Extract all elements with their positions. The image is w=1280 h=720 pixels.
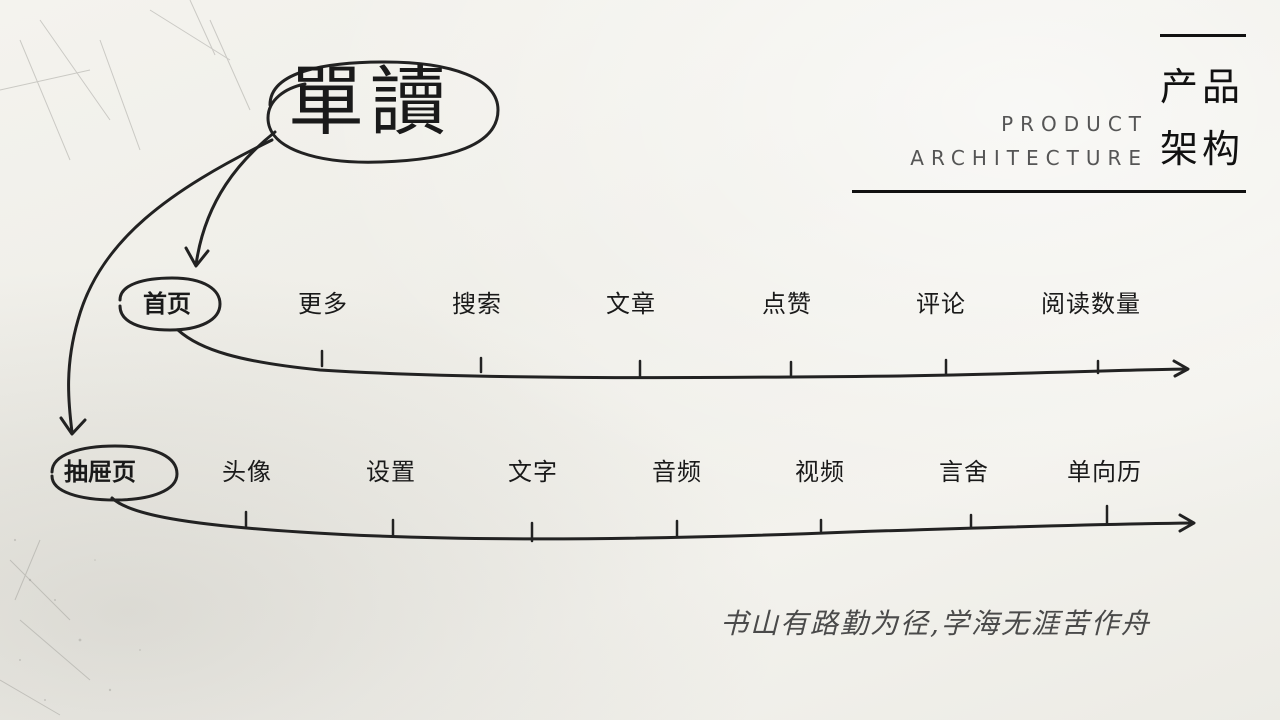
header-cn-line-2: 架构 bbox=[1160, 127, 1245, 171]
drawer-timeline bbox=[110, 496, 1194, 541]
home-item-label: 评论 bbox=[916, 290, 966, 318]
header-top-rule bbox=[1160, 34, 1246, 37]
home-node-label: 首页 bbox=[143, 290, 191, 318]
app-title: 單讀 bbox=[288, 57, 452, 146]
home-item-label: 搜索 bbox=[452, 290, 502, 318]
drawer-item-label: 头像 bbox=[222, 458, 272, 486]
header-en-line-1: PRODUCT bbox=[1001, 112, 1148, 136]
drawer-item-label: 文字 bbox=[508, 458, 558, 486]
header-en-line-2: ARCHITECTURE bbox=[910, 146, 1148, 170]
drawer-node-label: 抽屉页 bbox=[64, 458, 136, 486]
home-item-label: 文章 bbox=[606, 290, 656, 318]
header-bottom-rule bbox=[852, 190, 1246, 193]
footer-quote: 书山有路勤为径,学海无涯苦作舟 bbox=[720, 607, 1151, 640]
title-to-home-arrowhead bbox=[184, 246, 210, 268]
home-item-label: 更多 bbox=[298, 290, 348, 318]
title-to-home-connector bbox=[194, 130, 277, 267]
header-block: PRODUCT ARCHITECTURE 产品 架构 bbox=[852, 34, 1246, 194]
home-timeline bbox=[176, 328, 1188, 380]
drawer-node-ellipse bbox=[50, 444, 179, 502]
title-to-drawer-connector bbox=[67, 138, 274, 434]
home-node-ellipse bbox=[118, 276, 222, 332]
home-item-label: 阅读数量 bbox=[1041, 290, 1141, 318]
drawer-item-label: 音频 bbox=[652, 458, 702, 486]
header-cn-line-1: 产品 bbox=[1160, 65, 1245, 109]
drawer-timeline-ticks bbox=[244, 504, 1109, 543]
title-ellipse bbox=[266, 60, 500, 164]
drawer-item-label: 言舍 bbox=[939, 458, 989, 486]
title-to-drawer-arrowhead bbox=[59, 416, 87, 436]
drawer-timeline-arrowhead bbox=[1178, 513, 1196, 533]
drawer-item-label: 视频 bbox=[795, 458, 845, 486]
drawer-item-label: 单向历 bbox=[1067, 458, 1142, 486]
home-timeline-ticks bbox=[320, 349, 1100, 378]
drawer-item-label: 设置 bbox=[366, 458, 416, 486]
home-item-label: 点赞 bbox=[762, 290, 812, 318]
home-timeline-arrowhead bbox=[1172, 359, 1190, 378]
